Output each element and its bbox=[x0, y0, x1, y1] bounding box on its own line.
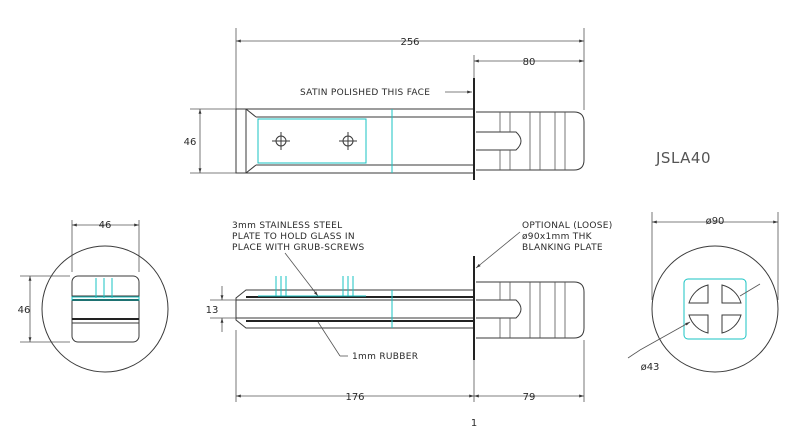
note-steel-line3: PLACE WITH GRUB-SCREWS bbox=[232, 243, 365, 253]
note-steel-line2: PLATE TO HOLD GLASS IN bbox=[232, 232, 355, 242]
dim-top-height: 46 bbox=[184, 137, 197, 148]
dim-end-width: 46 bbox=[99, 220, 112, 231]
drawing-code: JSLA40 bbox=[655, 149, 711, 167]
note-optional-line1: OPTIONAL (LOOSE) bbox=[522, 221, 613, 231]
dim-gap: 13 bbox=[206, 305, 219, 316]
note-rubber: 1mm RUBBER bbox=[352, 352, 418, 362]
sheet-number: 1 bbox=[471, 418, 477, 429]
right-end-view: ø90 ø43 bbox=[627, 212, 779, 373]
note-satin-polished: SATIN POLISHED THIS FACE bbox=[300, 88, 430, 98]
dim-end-height: 46 bbox=[18, 305, 31, 316]
note-optional-line2: ø90x1mm THK bbox=[522, 232, 593, 242]
top-view: 256 80 46 bbox=[184, 28, 585, 180]
dim-front-tail: 79 bbox=[523, 392, 536, 403]
dim-front-body: 176 bbox=[345, 392, 364, 403]
dim-square-dia: ø43 bbox=[641, 362, 660, 373]
note-optional-line3: BLANKING PLATE bbox=[522, 243, 603, 253]
front-view: 3mm STAINLESS STEEL PLATE TO HOLD GLASS … bbox=[206, 221, 613, 403]
dim-plate-dia: ø90 bbox=[706, 216, 725, 227]
dim-top-total: 256 bbox=[400, 37, 419, 48]
dim-top-tail: 80 bbox=[523, 57, 536, 68]
left-end-view: 46 46 bbox=[18, 220, 169, 373]
note-steel-line1: 3mm STAINLESS STEEL bbox=[232, 221, 342, 231]
